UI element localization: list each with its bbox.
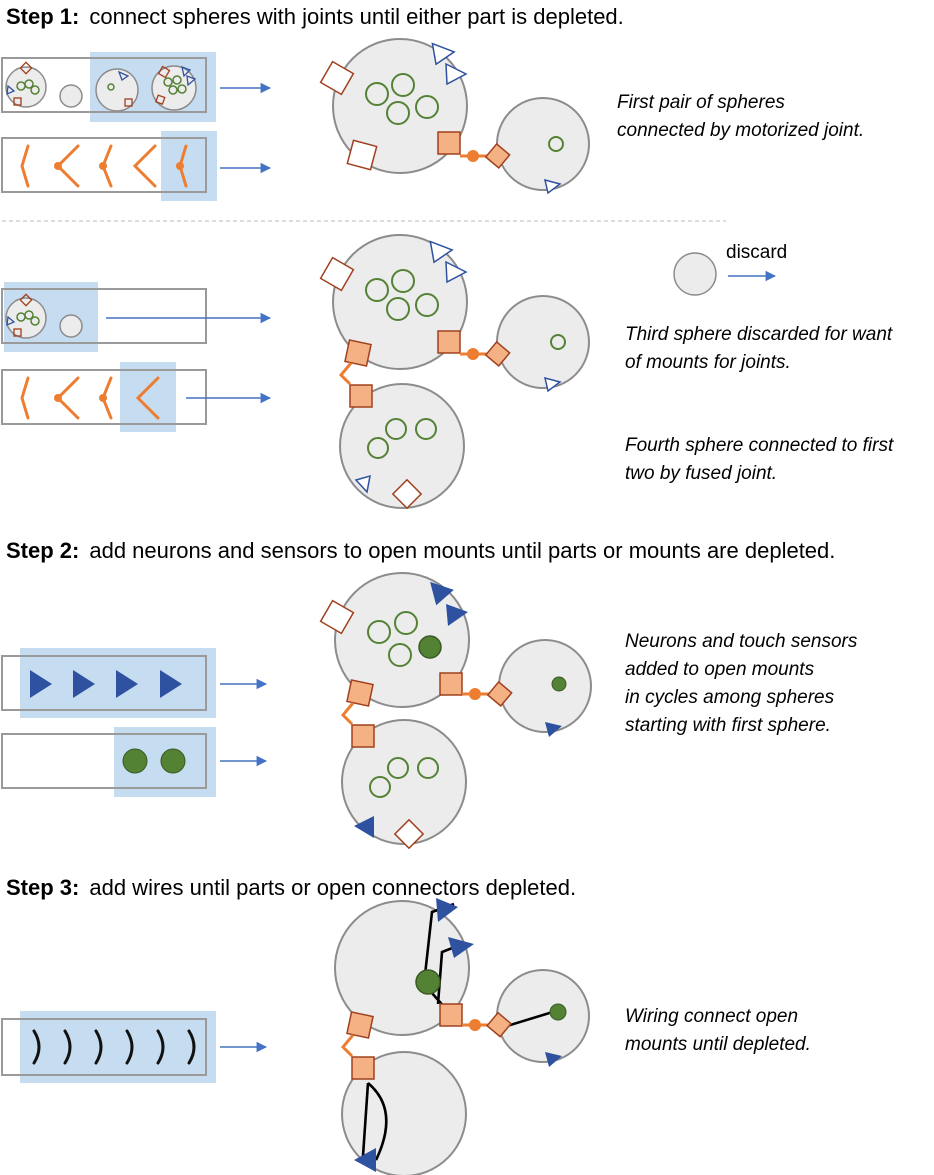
step2-sensor-bin (1, 648, 216, 718)
fused-joint-icon (20, 144, 30, 188)
step1b-assembly (319, 234, 590, 510)
step2-text: add neurons and sensors to open mounts u… (89, 538, 835, 563)
step3-wire-bin (1, 1011, 216, 1083)
wire-icon (156, 1029, 165, 1065)
step1-text: connect spheres with joints until either… (89, 4, 623, 29)
wire-icon (63, 1029, 72, 1065)
sphere-icon (151, 65, 197, 111)
step3-title: Step 3: add wires until parts or open con… (6, 875, 576, 900)
step2-title: Step 2: add neurons and sensors to open m… (6, 538, 835, 563)
sphere-icon (95, 68, 139, 112)
step1b-sphere-bin (1, 282, 207, 352)
step1b-joint-bin (1, 362, 207, 432)
step1-assembly (319, 38, 590, 195)
step3-text: add wires until parts or open connectors… (89, 875, 576, 900)
step1-joint-bin (1, 131, 217, 201)
step2-label: Step 2: (6, 538, 79, 563)
step1-sphere-bin (1, 52, 216, 122)
touch-sensor-icon (160, 670, 182, 698)
discard-label: discard (726, 242, 787, 263)
wire (367, 1082, 388, 1161)
neuron-icon (122, 748, 148, 774)
motorized-joint-icon (132, 144, 157, 188)
neuron-icon (160, 748, 186, 774)
step3-label: Step 3: (6, 875, 79, 900)
touch-sensor-icon (116, 670, 138, 698)
discarded-sphere-icon (673, 252, 717, 296)
step1-title: Step 1: connect spheres with joints until… (6, 4, 624, 29)
step3-assembly (334, 898, 590, 1175)
wire-icon (125, 1029, 134, 1065)
touch-sensor-icon (73, 670, 95, 698)
sphere-icon (59, 314, 83, 338)
touch-sensor-icon (30, 670, 52, 698)
wire (361, 1082, 370, 1157)
wire (506, 1009, 557, 1028)
step1-label: Step 1: (6, 4, 79, 29)
sphere-icon (59, 84, 83, 108)
wire-icon (187, 1029, 196, 1065)
step2-assembly (319, 572, 592, 850)
wire-icon (94, 1029, 103, 1065)
wire-icon (32, 1029, 41, 1065)
step2-neuron-bin (1, 727, 216, 797)
